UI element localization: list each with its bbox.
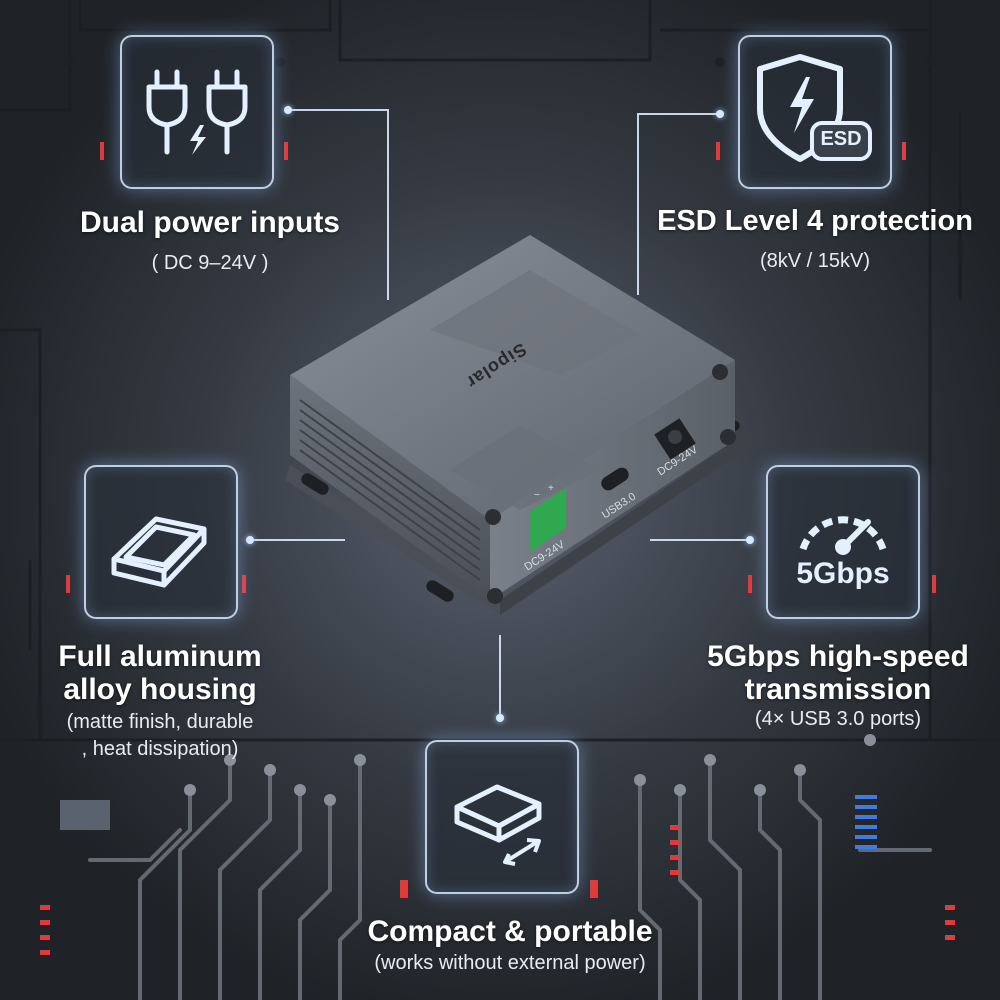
connector-dot <box>284 106 292 114</box>
red-indicator <box>100 142 104 160</box>
red-indicator <box>66 575 70 593</box>
terminal-minus-label: − <box>534 490 540 501</box>
connector-dot <box>716 110 724 118</box>
usb-hub-device <box>290 235 736 604</box>
aluminum-subtitle-line1: (matte finish, durable <box>66 711 254 733</box>
aluminum-icon-box <box>84 465 238 619</box>
dual-power-title: Dual power inputs <box>79 206 340 239</box>
red-indicator <box>902 142 906 160</box>
aluminum-subtitle-line2: , heat dissipation) <box>81 738 239 760</box>
connector-dot <box>746 536 754 544</box>
aluminum-title-line1: Full aluminum <box>58 640 262 673</box>
speed-subtitle: (4× USB 3.0 ports) <box>754 708 922 730</box>
connector-dot <box>246 536 254 544</box>
aluminum-block-icon <box>111 516 207 588</box>
aluminum-title-line2: alloy housing <box>63 673 257 706</box>
compact-title: Compact & portable <box>367 915 653 948</box>
speedometer-icon <box>799 516 887 555</box>
esd-badge-text: ESD <box>820 128 862 150</box>
esd-icon-box: ESD <box>738 35 892 189</box>
red-indicator <box>242 575 246 593</box>
compact-device-icon <box>454 784 542 866</box>
dual-power-icon-box <box>120 35 274 189</box>
red-indicator <box>284 142 288 160</box>
speed-title-line2: transmission <box>744 673 932 706</box>
red-indicator <box>748 575 752 593</box>
esd-subtitle: (8kV / 15kV) <box>759 250 871 272</box>
compact-subtitle: (works without external power) <box>374 952 646 974</box>
speed-icon-box: 5Gbps <box>766 465 920 619</box>
dual-power-subtitle: ( DC 9–24V ) <box>151 252 269 274</box>
esd-shield-icon <box>757 54 872 162</box>
power-plugs-icon <box>146 69 248 155</box>
terminal-plus-label: + <box>548 483 554 494</box>
compact-icon-box <box>425 740 579 894</box>
red-indicator <box>932 575 936 593</box>
speed-badge-text: 5Gbps <box>796 557 890 590</box>
connector-dot <box>496 714 504 722</box>
speed-title-line1: 5Gbps high-speed <box>707 640 969 673</box>
red-indicator <box>716 142 720 160</box>
esd-title: ESD Level 4 protection <box>657 205 973 237</box>
